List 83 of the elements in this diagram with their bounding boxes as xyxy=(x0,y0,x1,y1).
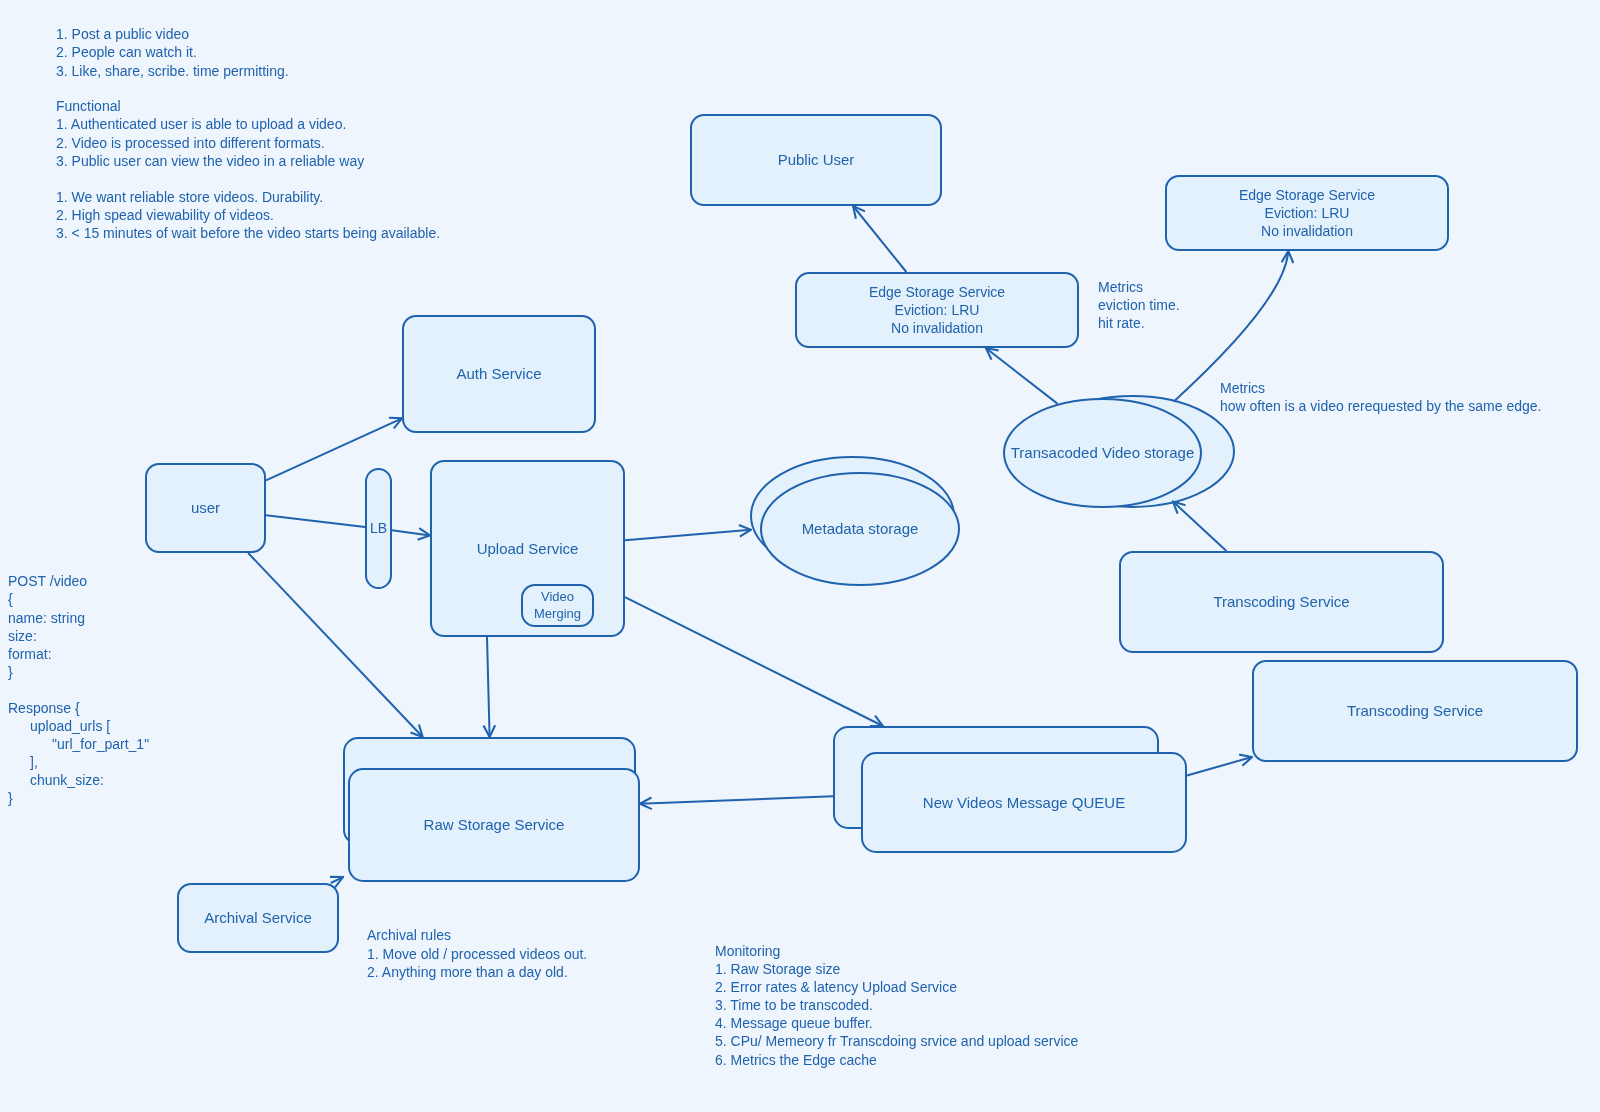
note-text: 1. Post a public video xyxy=(56,25,190,43)
node-label: No invalidation xyxy=(1260,222,1354,241)
note-text: } xyxy=(8,663,13,681)
note-text: name: string xyxy=(8,609,86,627)
arrow xyxy=(984,346,1059,405)
note-text: 2. High spead viewability of videos. xyxy=(56,206,274,224)
node-label: user xyxy=(189,498,222,518)
note-text: how often is a video rerequested by the same edge. xyxy=(1220,397,1542,415)
note-text: 1. Raw Storage size xyxy=(715,960,841,978)
stacked-box-drawing xyxy=(833,726,1187,853)
node-label: LB xyxy=(369,519,388,538)
node-label: Raw Storage Service xyxy=(422,815,566,835)
node-label: Eviction: LRU xyxy=(1263,203,1351,223)
note-text: 4. Message queue buffer. xyxy=(715,1014,873,1032)
arrow xyxy=(391,527,432,541)
note-text: "url_for_part_1" xyxy=(52,735,150,753)
note-text: POST /video xyxy=(8,572,88,590)
node-label: Eviction: LRU xyxy=(893,300,981,320)
note-text: 3. Time to be transcoded. xyxy=(715,996,873,1014)
service-box xyxy=(145,463,266,553)
note-text: 3. Public user can view the video in a reliable way xyxy=(56,152,365,170)
node-label: Archival Service xyxy=(203,908,313,928)
node-label: Video Merging xyxy=(533,588,582,623)
note-text: 2. Video is processed into different formats. xyxy=(56,134,325,152)
arrow xyxy=(1186,753,1254,777)
note-text: 2. Error rates & latency Upload Service xyxy=(715,978,957,996)
node-label: Transcoding Service xyxy=(1212,592,1351,612)
note-text: } xyxy=(8,789,13,807)
note-text: Archival rules xyxy=(367,926,452,944)
service-box xyxy=(690,114,942,206)
node-label: Upload Service xyxy=(475,538,580,559)
stacked-storage-drawing xyxy=(750,456,960,586)
service-box xyxy=(1119,551,1444,653)
service-box xyxy=(521,584,594,627)
note-text: Metrics xyxy=(1220,379,1266,397)
note-text: 3. Like, share, scribe. time permitting. xyxy=(56,62,289,80)
service-box xyxy=(795,272,1079,348)
service-box xyxy=(1165,175,1449,251)
node-label: Auth Service xyxy=(455,364,543,384)
arrow xyxy=(247,552,424,739)
arrow xyxy=(852,204,908,273)
service-box xyxy=(177,883,339,953)
note-text: 1. We want reliable store videos. Durability. xyxy=(56,188,324,206)
note-text: Metrics xyxy=(1098,278,1144,296)
service-box xyxy=(1252,660,1578,762)
note-text: format: xyxy=(8,645,52,663)
arrow xyxy=(1172,249,1294,403)
note-text: eviction time. xyxy=(1098,296,1180,314)
node-label: Edge Storage Service xyxy=(867,282,1007,301)
note-text: Response { xyxy=(8,699,80,717)
arrow xyxy=(624,596,884,728)
service-box xyxy=(430,460,625,637)
note-text: { xyxy=(8,590,13,608)
note-text: 1. Authenticated user is able to upload a video. xyxy=(56,115,347,133)
arrow xyxy=(482,636,497,739)
service-box xyxy=(402,315,596,433)
note-text: 2. Anything more than a day old. xyxy=(367,963,568,981)
node-label: Edge Storage Service xyxy=(1237,185,1377,204)
arrow xyxy=(265,416,404,482)
arrow xyxy=(1171,500,1228,552)
arrow xyxy=(638,795,834,811)
note-text: hit rate. xyxy=(1098,314,1145,332)
note-text: upload_urls [ xyxy=(30,717,111,735)
note-text: 2. People can watch it. xyxy=(56,43,197,61)
note-text: size: xyxy=(8,627,37,645)
note-text: ], xyxy=(30,753,38,771)
note-text: chunk_size: xyxy=(30,771,104,789)
stacked-box-drawing xyxy=(343,737,640,882)
node-label: Metadata storage xyxy=(800,519,920,539)
note-text: 6. Metrics the Edge cache xyxy=(715,1051,877,1069)
note-text: 3. < 15 minutes of wait before the video starts being available. xyxy=(56,224,441,242)
note-text: Functional xyxy=(56,97,121,115)
note-text: 1. Move old / processed videos out. xyxy=(367,945,588,963)
note-text: 5. CPu/ Memeory fr Transcdoing srvice and upload service xyxy=(715,1032,1079,1050)
node-label: Public User xyxy=(776,150,856,170)
node-label: No invalidation xyxy=(890,319,984,338)
arrow xyxy=(624,523,752,542)
node-label: Transcoding Service xyxy=(1345,701,1485,721)
arrow xyxy=(328,875,345,889)
node-label: Transacoded Video storage xyxy=(1009,443,1196,463)
service-box xyxy=(365,468,392,589)
node-label: New Videos Message QUEUE xyxy=(921,792,1127,813)
note-text: Monitoring xyxy=(715,942,781,960)
